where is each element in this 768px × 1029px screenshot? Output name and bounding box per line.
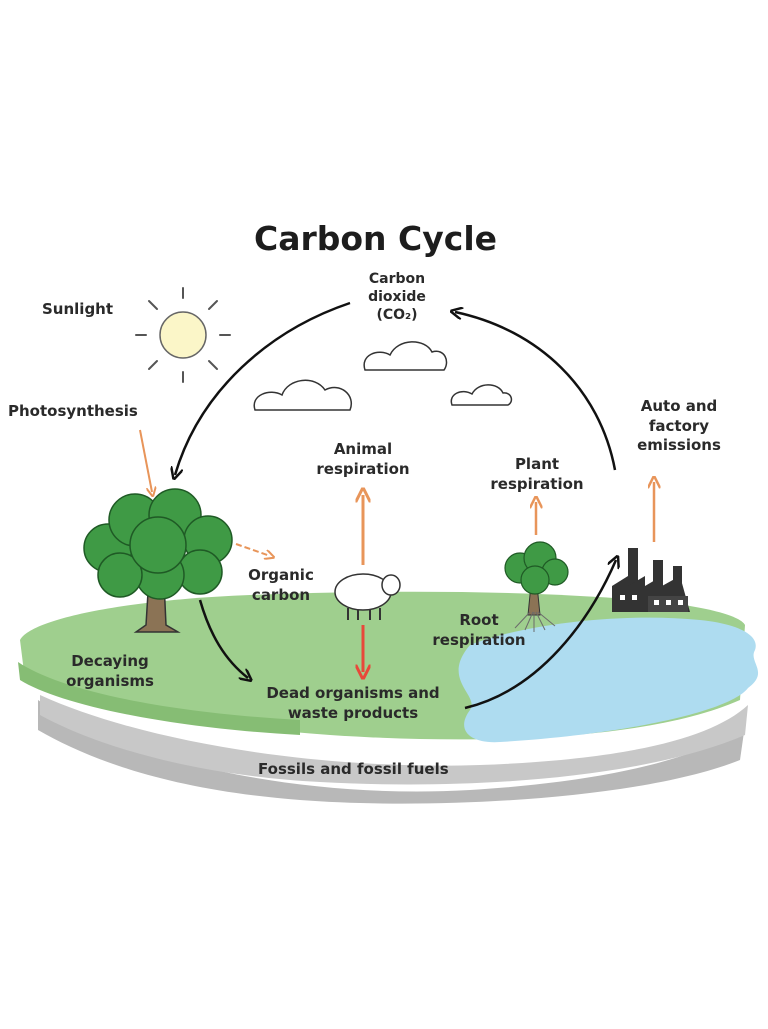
label-dead-line1: Dead organisms and (266, 684, 440, 702)
label-animal-respiration: Animal respiration (304, 440, 422, 479)
tree-small-icon (504, 541, 569, 632)
arrow-emissions-to-co2 (455, 312, 617, 471)
factory-icon (612, 548, 690, 612)
fossil-layer-band (40, 695, 748, 785)
label-decaying-line2: organisms (66, 671, 154, 690)
label-dead-organisms: Dead organisms and waste products (250, 684, 456, 723)
label-decaying-organisms: Decaying organisms (56, 652, 164, 691)
arrow-photosynthesis-to-tree (139, 429, 152, 492)
label-fossils: Fossils and fossil fuels (258, 760, 449, 778)
cloud-right (450, 384, 513, 406)
label-emissions: Auto and factory emissions (624, 397, 734, 456)
label-co2-line3: (CO₂) (376, 307, 418, 324)
label-co2-line2: dioxide (368, 289, 426, 306)
cloud-center (363, 341, 448, 371)
label-co2: Carbon dioxide (CO₂) (352, 270, 442, 325)
label-organic-carbon: Organic carbon (236, 566, 326, 605)
label-emissions-line3: emissions (637, 436, 721, 454)
label-photosynthesis: Photosynthesis (8, 402, 138, 420)
label-organic-carbon-line2: carbon (251, 585, 311, 604)
arrow-dead-to-emissions (464, 560, 616, 710)
label-animal-respiration-line1: Animal (333, 440, 393, 458)
label-plant-respiration: Plant respiration (478, 455, 596, 494)
label-animal-respiration-line2: respiration (316, 459, 410, 478)
cloud-left (253, 379, 353, 411)
diagram-title: Carbon Cycle (254, 219, 498, 258)
label-plant-respiration-line1: Plant (514, 455, 560, 473)
sheep-icon (334, 573, 401, 620)
label-root-respiration: Root respiration (420, 611, 538, 650)
label-root-respiration-line2: respiration (432, 630, 526, 649)
label-emissions-line2: factory (648, 416, 710, 435)
grass-shade (18, 662, 300, 735)
label-decaying-line1: Decaying (71, 652, 149, 670)
arrow-co2-to-photosynthesis (175, 301, 351, 475)
label-co2-line1: Carbon (368, 271, 426, 287)
label-plant-respiration-line2: respiration (490, 474, 584, 493)
fossil-layer (38, 700, 745, 804)
water (458, 617, 759, 743)
label-organic-carbon-line1: Organic (248, 566, 314, 584)
arrow-tree-to-dead (198, 599, 248, 678)
tree-large-icon (83, 488, 233, 633)
label-root-respiration-line1: Root (459, 611, 499, 629)
label-dead-line2: waste products (287, 703, 419, 722)
sun-icon (135, 287, 231, 383)
arrow-tree-to-organic-carbon (235, 543, 270, 556)
label-sunlight: Sunlight (42, 300, 114, 318)
label-emissions-line1: Auto and (640, 397, 718, 415)
